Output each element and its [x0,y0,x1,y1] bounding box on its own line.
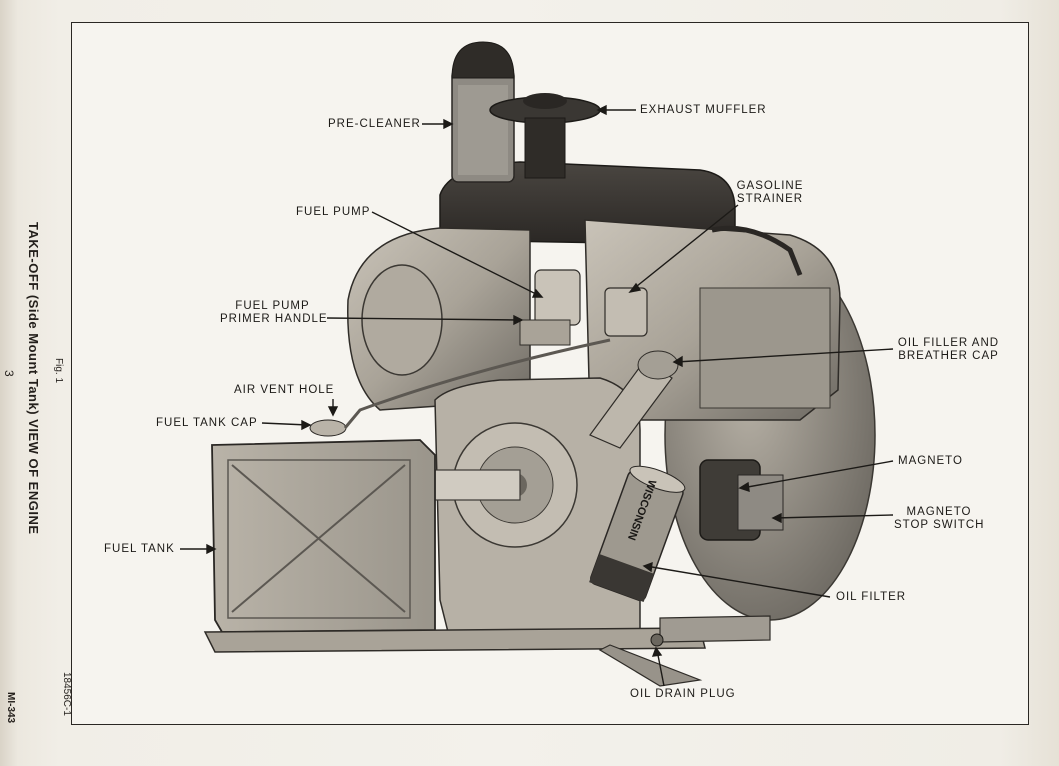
label-pre-cleaner: PRE-CLEANER [328,118,421,130]
label-air-vent-hole: AIR VENT HOLE [234,384,335,396]
label-oil-drain-plug: OIL DRAIN PLUG [630,688,736,700]
base-rails [203,615,771,687]
label-fuel-tank-cap: FUEL TANK CAP [156,417,258,429]
label-magneto-stop-switch: MAGNETO STOP SWITCH [894,506,984,532]
label-fuel-pump-primer-line2: PRIMER HANDLE [220,313,328,325]
leader-lines [180,104,894,687]
oil-filter-part [589,465,686,602]
pre-cleaner-part [451,41,515,183]
gasoline-strainer-part [604,287,648,337]
label-magneto-stop-line2: STOP SWITCH [894,519,985,531]
fuel-tank-part [211,419,436,633]
label-gasoline-strainer-line2: STRAINER [736,193,804,205]
label-magneto-stop-line1: MAGNETO [906,506,972,518]
label-fuel-tank: FUEL TANK [104,543,175,555]
label-oil-filler-line2: BREATHER CAP [898,350,999,362]
label-gasoline-strainer: GASOLINE STRAINER [730,180,810,206]
label-gasoline-strainer-line1: GASOLINE [736,180,804,192]
label-oil-filler-line1: OIL FILLER AND [897,337,1000,349]
label-oil-filler: OIL FILLER AND BREATHER CAP [896,337,1001,363]
label-fuel-pump-primer: FUEL PUMP PRIMER HANDLE [220,300,328,326]
exhaust-muffler-part [489,93,601,179]
fuel-line [343,338,611,429]
label-magneto: MAGNETO [898,455,963,467]
label-exhaust-muffler: EXHAUST MUFFLER [640,104,767,116]
crankcase [434,377,641,641]
label-oil-filter: OIL FILTER [836,591,907,603]
label-fuel-pump: FUEL PUMP [296,206,371,218]
label-fuel-pump-primer-line1: FUEL PUMP [235,300,310,312]
oil-filler-part [589,350,679,449]
